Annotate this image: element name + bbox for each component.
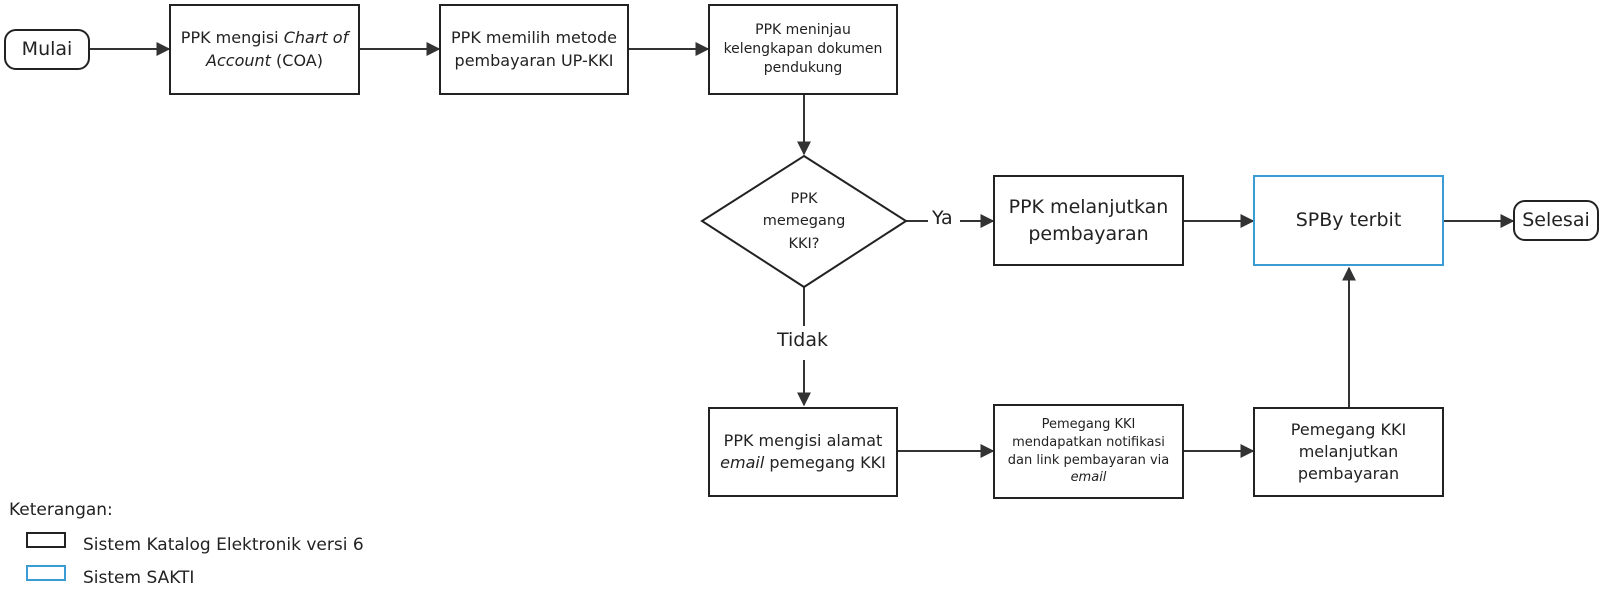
start-label: Mulai [21, 38, 73, 61]
legend-label-sakti: Sistem SAKTI [83, 568, 195, 588]
continue-payment-node: PPK melanjutkan pembayaran [993, 175, 1184, 266]
end-label: Selesai [1522, 209, 1590, 232]
review-node: PPK meninjau kelengkapan dokumen penduku… [708, 4, 898, 95]
method-label: PPK memilih metode pembayaran UP-KKI [451, 28, 617, 70]
spby-node: SPBy terbit [1253, 175, 1444, 266]
email-entry-node: PPK mengisi alamat email pemegang KKI [708, 407, 898, 497]
legend-label-katalog: Sistem Katalog Elektronik versi 6 [83, 535, 364, 555]
coa-label: PPK mengisi Chart of Account (COA) [180, 28, 349, 70]
legend-title: Keterangan: [9, 500, 113, 520]
coa-node: PPK mengisi Chart of Account (COA) [169, 4, 360, 95]
spby-label: SPBy terbit [1295, 209, 1402, 232]
yes-label: Ya [928, 207, 957, 229]
legend-swatch-sakti [26, 565, 66, 581]
email-entry-label: PPK mengisi alamat email pemegang KKI [720, 430, 886, 472]
decision-label: PPK memegang KKI? [762, 191, 846, 252]
holder-payment-node: Pemegang KKI melanjutkan pembayaran [1253, 407, 1444, 497]
notify-node: Pemegang KKI mendapatkan notifikasi dan … [993, 404, 1184, 499]
legend-swatch-katalog [26, 532, 66, 548]
start-node: Mulai [4, 29, 90, 70]
no-label: Tidak [773, 329, 833, 351]
holder-payment-label: Pemegang KKI melanjutkan pembayaran [1290, 419, 1407, 484]
method-node: PPK memilih metode pembayaran UP-KKI [439, 4, 629, 95]
continue-payment-label: PPK melanjutkan pembayaran [1008, 196, 1169, 245]
decision-diamond [700, 154, 908, 289]
review-label: PPK meninjau kelengkapan dokumen penduku… [723, 21, 883, 77]
notify-label: Pemegang KKI mendapatkan notifikasi dan … [1007, 416, 1170, 486]
end-node: Selesai [1513, 200, 1599, 241]
